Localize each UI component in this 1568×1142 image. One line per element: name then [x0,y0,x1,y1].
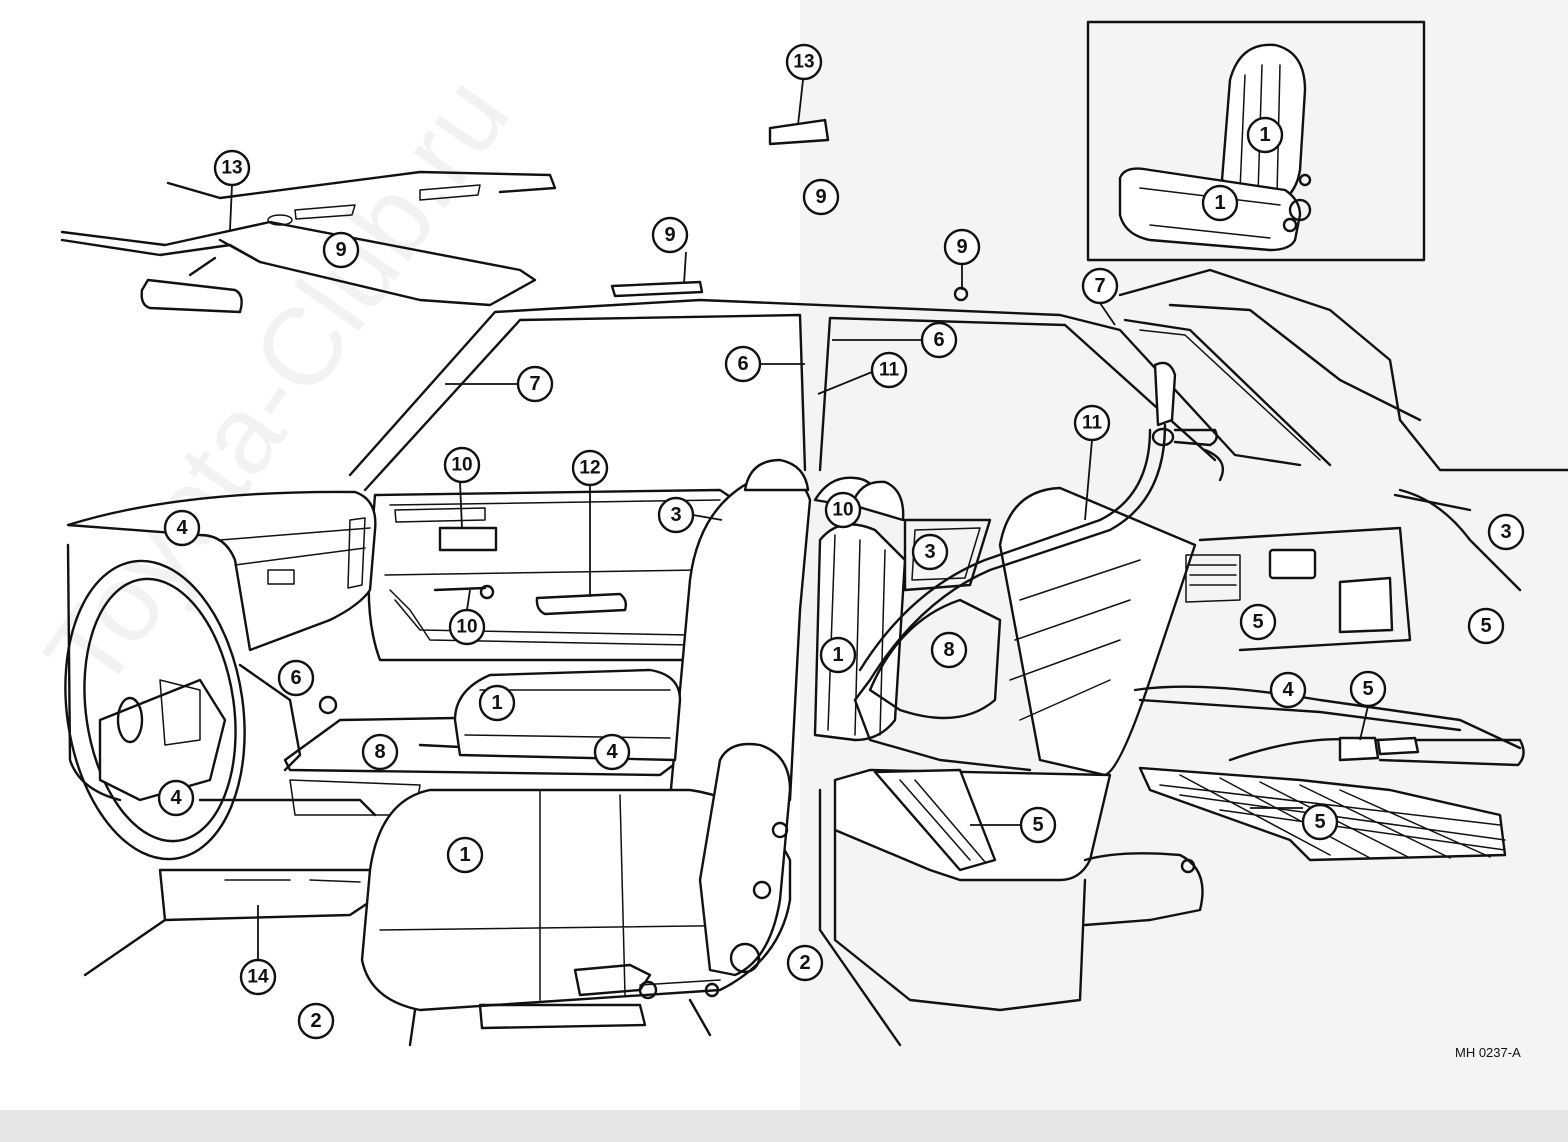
callout-2-left: 2 [297,1002,335,1040]
svg-text:1: 1 [832,644,843,666]
callouts: 13 13 9 9 9 9 7 7 6 6 11 11 10 12 3 4 10… [157,43,1525,1040]
visor-part [768,118,830,146]
callout-12-armrest: 12 [571,449,609,487]
svg-text:4: 4 [170,787,182,809]
callout-6-kick: 6 [277,659,315,697]
svg-text:6: 6 [290,667,301,689]
svg-text:8: 8 [374,741,385,763]
svg-text:11: 11 [1082,413,1103,434]
callout-1-seat-cushion: 1 [446,836,484,874]
callout-6-pillar-left: 6 [724,345,762,383]
svg-text:1: 1 [491,692,502,714]
svg-text:5: 5 [1252,611,1263,633]
headliner-front [60,170,557,314]
svg-text:5: 5 [1480,615,1491,637]
svg-text:3: 3 [1500,521,1511,543]
callout-9-cap: 9 [943,228,981,266]
svg-text:7: 7 [529,373,540,395]
callout-2-right: 2 [786,944,824,982]
callout-3-quarter: 3 [911,533,949,571]
svg-text:9: 9 [664,224,675,246]
callout-7-front: 7 [516,365,554,403]
svg-text:5: 5 [1362,678,1373,700]
callout-7-rear: 7 [1081,267,1119,305]
leader-lines [229,79,1369,960]
callout-10-switch: 10 [443,446,481,484]
svg-text:1: 1 [459,844,470,866]
seat-belts [853,361,1525,767]
svg-text:5: 5 [1032,814,1043,836]
callout-8-front: 8 [361,733,399,771]
svg-text:3: 3 [924,541,935,563]
callout-3-door: 3 [657,496,695,534]
callout-9-roof: 9 [802,178,840,216]
background-bottom-strip [0,1110,1568,1142]
callout-4-wheel: 4 [157,779,195,817]
svg-text:10: 10 [832,500,853,521]
svg-text:1: 1 [1214,192,1225,214]
svg-text:1: 1 [1259,124,1270,146]
svg-text:8: 8 [943,639,954,661]
svg-text:4: 4 [176,517,188,539]
callout-4-dash: 4 [163,509,201,547]
callout-5-quarter-left: 5 [1239,603,1277,641]
callout-9-headliner: 9 [322,231,360,269]
callout-1-seat-back: 1 [819,636,857,674]
svg-text:10: 10 [456,617,477,638]
svg-text:2: 2 [310,1010,321,1032]
steering-wheel [64,559,246,861]
callout-5-console: 5 [1019,806,1057,844]
callout-10-headrest: 10 [824,491,862,529]
callout-5-quarter-right: 5 [1467,607,1505,645]
callout-4-rear: 4 [1269,671,1307,709]
callout-9-grip: 9 [651,216,689,254]
assist-grip [610,280,704,298]
svg-text:3: 3 [670,504,681,526]
rear-console-box [818,768,1204,1047]
grip-cap [953,286,969,302]
svg-text:4: 4 [1282,679,1294,701]
svg-text:11: 11 [879,360,900,381]
callout-8-rear: 8 [930,631,968,669]
callout-5-mat: 5 [1301,803,1339,841]
svg-text:10: 10 [451,455,472,476]
svg-text:9: 9 [956,236,967,258]
figure-code: MH 0237-A [1455,1045,1521,1060]
callout-10-handle: 10 [448,608,486,646]
svg-text:4: 4 [606,741,618,763]
callout-5-belt: 5 [1349,670,1387,708]
callout-13-visor-left: 13 [213,149,251,187]
svg-text:5: 5 [1314,811,1325,833]
callout-1-inset-back: 1 [1246,116,1284,154]
callout-3-rear: 3 [1487,513,1525,551]
rear-interior [853,486,1522,777]
callout-4-console: 4 [593,733,631,771]
front-seat [360,458,812,1047]
callout-11-belt: 11 [1073,404,1111,442]
body-shell [348,268,1568,592]
svg-text:12: 12 [579,458,600,479]
callout-11-pillar: 11 [870,351,908,389]
callout-6-pillar-right: 6 [920,321,958,359]
callout-1-inset-cushion: 1 [1201,184,1239,222]
callout-1-rear-cushion: 1 [478,684,516,722]
callout-14-floor: 14 [239,958,277,996]
callout-13-visor-top: 13 [785,43,823,81]
svg-text:13: 13 [221,158,242,179]
svg-text:9: 9 [335,239,346,261]
svg-text:2: 2 [799,952,810,974]
svg-text:13: 13 [793,52,814,73]
svg-text:7: 7 [1094,275,1105,297]
svg-text:14: 14 [247,967,269,988]
svg-text:6: 6 [933,329,944,351]
svg-text:9: 9 [815,186,826,208]
svg-text:6: 6 [737,353,748,375]
